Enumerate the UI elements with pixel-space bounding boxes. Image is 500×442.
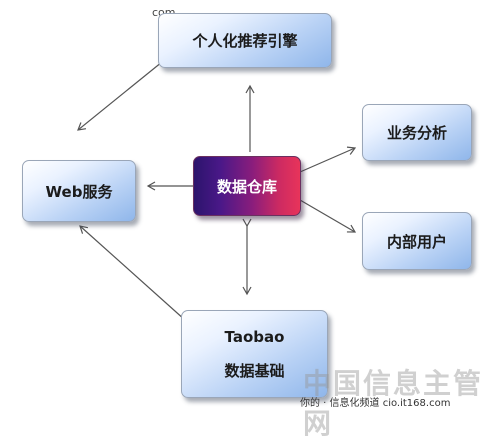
- node-web-label: Web服务: [45, 182, 113, 201]
- arrow-recommend-to-web: [77, 61, 163, 131]
- node-internal-users: 内部用户: [362, 212, 472, 270]
- node-warehouse-label: 数据仓库: [216, 177, 277, 196]
- node-taobao-subtitle: 数据基础: [224, 361, 285, 380]
- arrow-taobao-to-web: [79, 225, 186, 321]
- node-recommend-engine: 个人化推荐引擎: [158, 13, 332, 68]
- node-taobao-data: Taobao 数据基础: [181, 310, 328, 398]
- connector-arrows: [77, 61, 357, 321]
- node-business-analysis: 业务分析: [362, 104, 472, 161]
- arrow-warehouse-to-internal: [299, 199, 357, 233]
- node-internal-label: 内部用户: [386, 232, 447, 251]
- watermark-caption: 你的 · 信息化频道 cio.it168.com: [300, 398, 451, 409]
- node-business-label: 业务分析: [386, 124, 447, 142]
- node-taobao-title: Taobao: [224, 327, 285, 346]
- arrow-warehouse-to-business: [299, 146, 357, 173]
- node-recommend-label: 个人化推荐引擎: [192, 32, 298, 50]
- node-data-warehouse: 数据仓库: [193, 156, 301, 216]
- node-web-service: Web服务: [22, 160, 136, 222]
